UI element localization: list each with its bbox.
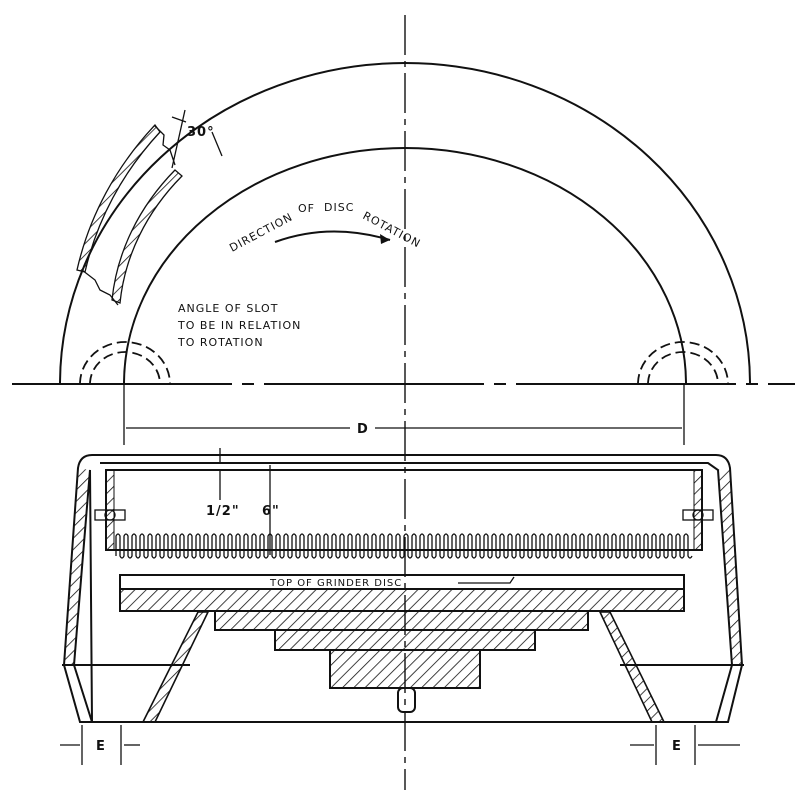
housing-outer (62, 454, 744, 723)
hub-step-1 (214, 610, 589, 631)
rotation-word-4: ROTATION (361, 209, 423, 250)
outer-disc-arc (59, 62, 751, 385)
clearance-right-label: E (672, 739, 682, 754)
screen-teeth (115, 533, 693, 559)
slot-band-inner (111, 169, 183, 304)
bolt-hole-right-inner (647, 351, 719, 385)
slot-note-line-3: TO ROTATION (177, 336, 264, 349)
inner-disc-arc (123, 147, 687, 385)
clearance-left-label: E (96, 739, 106, 754)
diameter-label: D (357, 422, 369, 437)
section-view: D 1/2" 6" TOP OF GRINDER DISC (60, 422, 744, 765)
gap-label: 1/2" (206, 504, 240, 519)
slot-angle-line (171, 109, 186, 169)
height-label: 6" (262, 504, 280, 519)
break-lines (81, 125, 176, 306)
hub-step-2 (274, 629, 536, 651)
bolt-hole-left-inner (89, 351, 161, 385)
bolt-left (94, 509, 126, 521)
rotation-word-1: DIRECTION (227, 210, 295, 254)
rotation-arrowhead (380, 234, 390, 244)
shaft (397, 687, 416, 713)
disc-leader (458, 576, 515, 584)
angle-arrow (171, 116, 187, 123)
leg-left (141, 611, 210, 723)
rotation-arrow (274, 230, 391, 243)
leg-right (598, 611, 666, 723)
hub-step-3 (329, 649, 481, 689)
grinder-disc (119, 588, 685, 612)
slot-band-outer (76, 123, 161, 273)
disc-label: TOP OF GRINDER DISC (269, 578, 402, 589)
bolt-right (682, 509, 714, 521)
rotation-word-2: OF (298, 202, 315, 215)
slot-note-line-2: TO BE IN RELATION (177, 319, 301, 332)
bolt-hole-right-outer (637, 341, 729, 385)
tangent-tick (211, 131, 223, 157)
rotation-word-3: DISC (324, 201, 354, 214)
slot-note-line-1: ANGLE OF SLOT (178, 302, 278, 315)
bolt-hole-left-outer (79, 341, 171, 385)
angle-label: 30° (187, 125, 215, 140)
